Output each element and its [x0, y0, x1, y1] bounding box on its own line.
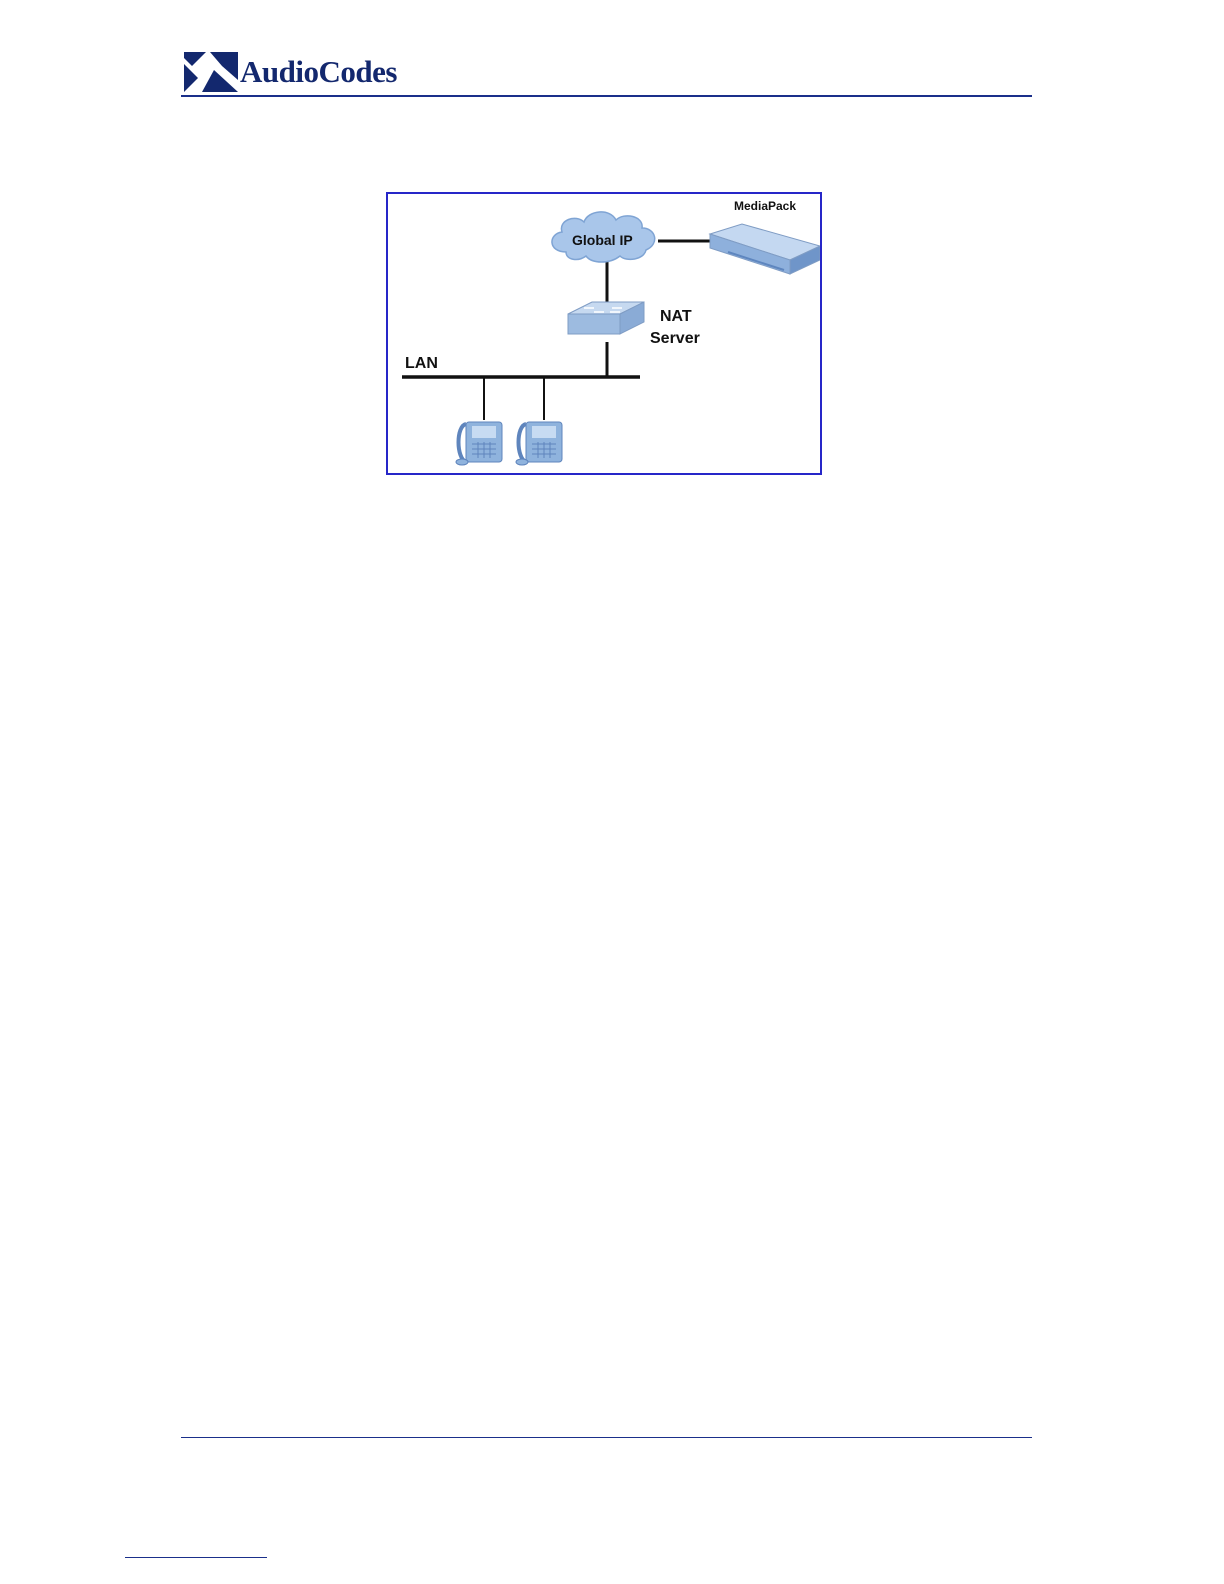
mediapack-device-icon — [710, 224, 820, 274]
audiocodes-logo-mark-icon — [184, 52, 238, 92]
mediapack-label: MediaPack — [734, 199, 796, 213]
global-ip-label: Global IP — [572, 232, 633, 248]
nat-label: NAT — [660, 308, 692, 326]
audiocodes-logo: AudioCodes — [184, 50, 397, 94]
ip-phone-icon — [456, 422, 502, 465]
server-label: Server — [650, 330, 700, 348]
nat-switch-icon — [568, 302, 644, 334]
footnote-rule — [125, 1557, 267, 1558]
header-rule — [181, 95, 1032, 97]
ip-phone-icon — [516, 422, 562, 465]
network-diagram: MediaPack Global IP NAT Server LAN — [386, 192, 822, 475]
logo-text: AudioCodes — [240, 54, 397, 90]
footer-rule — [181, 1437, 1032, 1438]
lan-label: LAN — [405, 355, 438, 373]
